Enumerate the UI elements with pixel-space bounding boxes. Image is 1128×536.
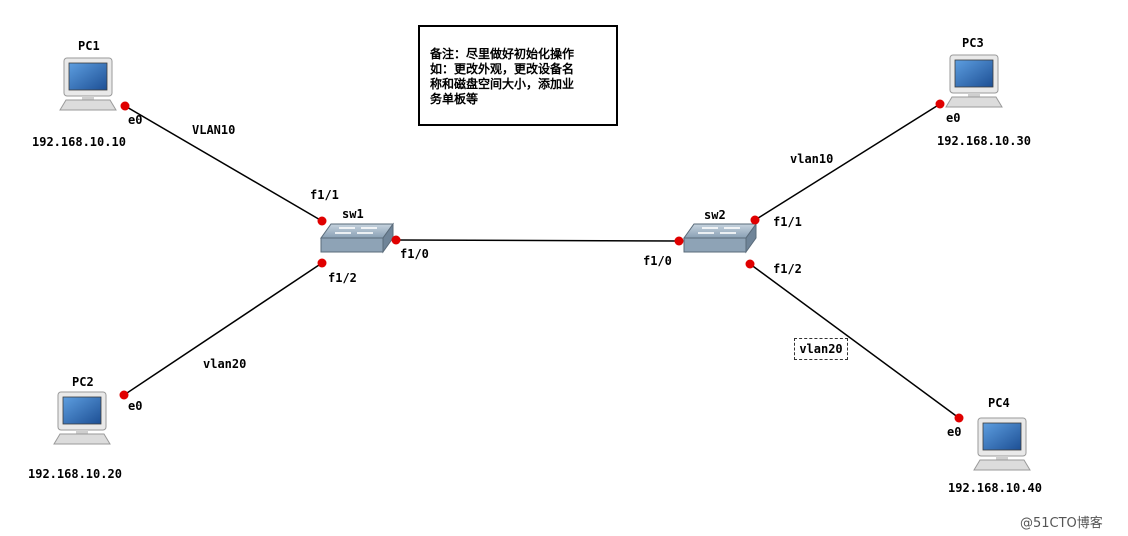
- note-line-1: 备注：尽里做好初始化操作: [430, 47, 575, 61]
- port-dot-sw1-f1-0: [391, 235, 401, 245]
- port-dot-pc3-e0: [935, 99, 945, 109]
- pc1-name-label: PC1: [78, 39, 100, 53]
- pc1-computer-icon[interactable]: [59, 57, 117, 111]
- link-pc1-sw1: [124, 105, 323, 222]
- pc3-computer-icon[interactable]: [945, 54, 1003, 108]
- sw2-switch-icon[interactable]: [683, 223, 757, 253]
- sw2-port-f1-1-label: f1/1: [773, 215, 802, 229]
- vlan-label-pc4-link[interactable]: vlan20: [794, 338, 848, 360]
- pc3-ip-label: 192.168.10.30: [937, 134, 1031, 148]
- note-line-3: 称和磁盘空间大小，添加业: [430, 77, 575, 91]
- sw2-name-label: sw2: [704, 208, 726, 222]
- port-dot-sw1-f1-2: [317, 258, 327, 268]
- port-dot-pc4-e0: [954, 413, 964, 423]
- port-dot-pc2-e0: [119, 390, 129, 400]
- vlan-label-pc1-link: VLAN10: [192, 123, 235, 137]
- sw2-port-f1-0-label: f1/0: [643, 254, 672, 268]
- pc1-port-label: e0: [128, 113, 142, 127]
- port-dot-sw1-f1-1: [317, 216, 327, 226]
- port-dot-sw2-f1-1: [750, 215, 760, 225]
- sw1-name-label: sw1: [342, 207, 364, 221]
- link-pc4-sw2: [749, 263, 960, 419]
- sw1-port-f1-0-label: f1/0: [400, 247, 429, 261]
- pc2-computer-icon[interactable]: [53, 391, 111, 445]
- pc2-port-label: e0: [128, 399, 142, 413]
- pc4-computer-icon[interactable]: [973, 417, 1031, 471]
- note-line-2: 如：更改外观，更改设备名: [430, 62, 575, 76]
- pc2-ip-label: 192.168.10.20: [28, 467, 122, 481]
- link-pc2-sw1: [123, 262, 323, 396]
- link-sw1-sw2: [395, 239, 680, 242]
- pc3-port-label: e0: [946, 111, 960, 125]
- port-dot-pc1-e0: [120, 101, 130, 111]
- sw1-switch-icon[interactable]: [320, 223, 394, 253]
- pc4-ip-label: 192.168.10.40: [948, 481, 1042, 495]
- pc2-name-label: PC2: [72, 375, 94, 389]
- sw1-port-f1-2-label: f1/2: [328, 271, 357, 285]
- pc4-port-label: e0: [947, 425, 961, 439]
- watermark: @51CTO博客: [1020, 516, 1103, 531]
- sw1-port-f1-1-label: f1/1: [310, 188, 339, 202]
- vlan-label-pc3-link: vlan10: [790, 152, 833, 166]
- pc1-ip-label: 192.168.10.10: [32, 135, 126, 149]
- pc3-name-label: PC3: [962, 36, 984, 50]
- pc4-name-label: PC4: [988, 396, 1010, 410]
- link-pc3-sw2: [754, 103, 941, 221]
- port-dot-sw2-f1-0: [674, 236, 684, 246]
- note-box[interactable]: 备注：尽里做好初始化操作 如：更改外观，更改设备名 称和磁盘空间大小，添加业 务…: [418, 25, 618, 126]
- vlan-label-pc2-link: vlan20: [203, 357, 246, 371]
- port-dot-sw2-f1-2: [745, 259, 755, 269]
- note-line-4: 务单板等: [430, 92, 479, 106]
- sw2-port-f1-2-label: f1/2: [773, 262, 802, 276]
